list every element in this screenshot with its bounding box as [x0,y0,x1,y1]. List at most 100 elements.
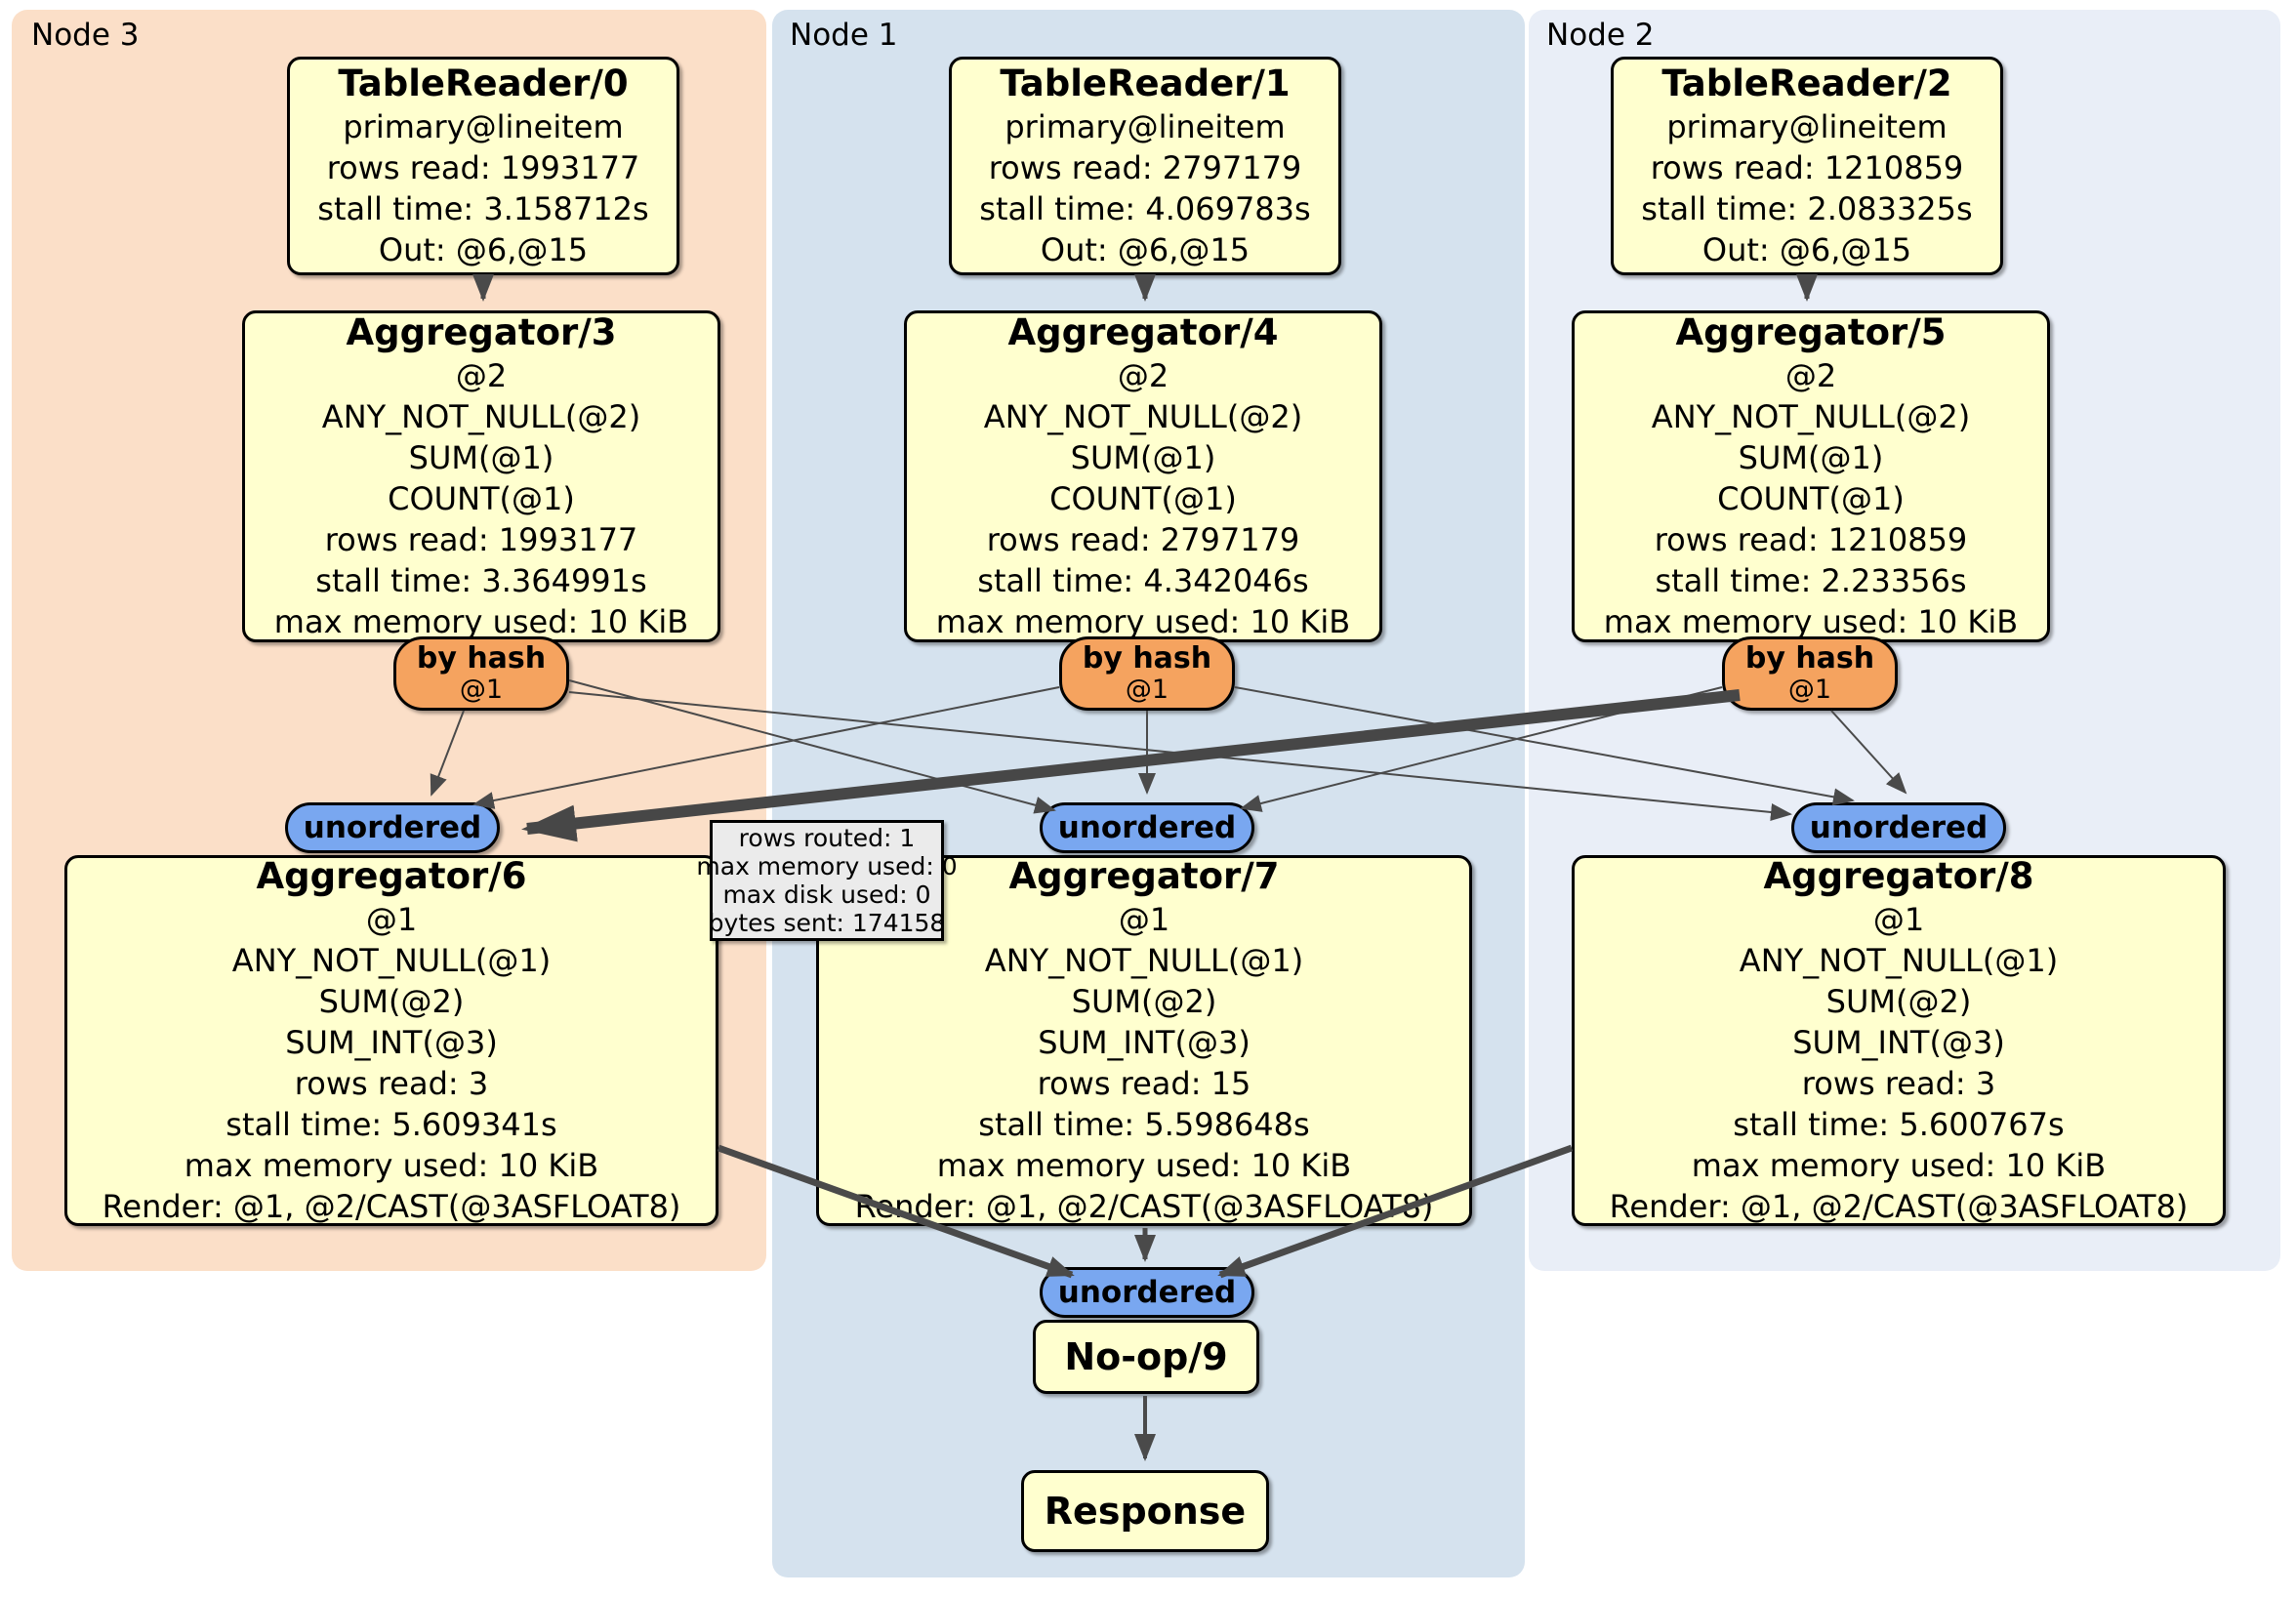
sync-label: unordered [1057,1275,1237,1310]
processor-title: Aggregator/5 [1675,311,1947,353]
detail-line: stall time: 2.083325s [1641,190,1973,227]
detail-line: SUM(@1) [1070,439,1216,476]
detail-line: SUM(@2) [318,983,465,1020]
router-by-hash-node3[interactable]: by hash @1 [393,636,569,711]
sync-unordered-node3[interactable]: unordered [285,802,500,853]
node2-label: Node 2 [1546,18,1655,53]
detail-line: COUNT(@1) [1049,480,1237,517]
detail-line: SUM(@2) [1071,983,1217,1020]
node3-label: Node 3 [31,18,140,53]
router-by-hash-node2[interactable]: by hash @1 [1722,636,1898,711]
detail-line: ANY_NOT_NULL(@2) [1651,398,1971,435]
sync-unordered-node1[interactable]: unordered [1040,802,1254,853]
detail-line: rows read: 2797179 [988,149,1302,186]
router-by-hash-node1[interactable]: by hash @1 [1059,636,1235,711]
node1-label: Node 1 [790,18,898,53]
detail-line: stall time: 5.600767s [1733,1106,2065,1143]
response-box[interactable]: Response [1021,1470,1269,1552]
detail-line: stall time: 4.342046s [977,562,1309,599]
detail-line: rows routed: 1 [738,824,916,852]
detail-line: @2 [1784,357,1837,394]
detail-line: SUM(@1) [408,439,554,476]
detail-line: rows read: 1210859 [1650,149,1964,186]
processor-details: primary@lineitem rows read: 2797179 stall … [952,106,1338,270]
detail-line: max memory used: 10 KiB [1603,603,2019,640]
processor-title: Aggregator/8 [1763,855,2034,897]
processor-title: Aggregator/3 [346,311,617,353]
detail-line: max memory used: 0 [696,852,958,880]
detail-line: stall time: 2.23356s [1655,562,1967,599]
processor-title: No-op/9 [1064,1335,1228,1378]
processor-title: Response [1044,1490,1247,1533]
detail-line: @1 [1118,901,1170,938]
router-label: by hash [1082,641,1212,676]
detail-line: rows read: 3 [294,1065,489,1102]
sync-label: unordered [303,810,482,845]
detail-line: ANY_NOT_NULL(@2) [321,398,641,435]
detail-line: COUNT(@1) [1717,480,1905,517]
detail-line: max memory used: 10 KiB [935,603,1351,640]
detail-line: @2 [1117,357,1169,394]
detail-line: ANY_NOT_NULL(@1) [984,942,1304,979]
detail-line: stall time: 5.598648s [978,1106,1310,1143]
detail-line: stall time: 3.364991s [315,562,647,599]
detail-line: rows read: 3 [1801,1065,1996,1102]
detail-line: Render: @1, @2/CAST(@3ASFLOAT8) [854,1188,1434,1225]
processor-title: TableReader/0 [338,62,629,104]
sync-unordered-final[interactable]: unordered [1040,1267,1254,1318]
sync-unordered-node2[interactable]: unordered [1791,802,2006,853]
detail-line: Render: @1, @2/CAST(@3ASFLOAT8) [1609,1188,2189,1225]
detail-line: rows read: 1993177 [324,521,638,558]
router-key: @1 [1125,675,1169,705]
processor-noop-9[interactable]: No-op/9 [1033,1320,1259,1394]
detail-line: COUNT(@1) [388,480,575,517]
processor-title: Aggregator/4 [1007,311,1279,353]
detail-line: SUM(@2) [1825,983,1972,1020]
detail-line: rows read: 2797179 [986,521,1300,558]
sync-label: unordered [1057,810,1237,845]
detail-line: SUM_INT(@3) [1038,1024,1250,1061]
detail-line: stall time: 4.069783s [979,190,1311,227]
detail-line: SUM(@1) [1738,439,1884,476]
detail-line: max memory used: 10 KiB [1691,1147,2107,1184]
processor-tablereader-2[interactable]: TableReader/2 primary@lineitem rows read:… [1611,57,2003,275]
detail-line: max memory used: 10 KiB [936,1147,1352,1184]
detail-line: primary@lineitem [1666,108,1948,145]
detail-line: Out: @6,@15 [1702,231,1912,268]
processor-title: TableReader/1 [1000,62,1291,104]
processor-title: Aggregator/6 [256,855,527,897]
router-key: @1 [459,675,504,705]
router-key: @1 [1787,675,1832,705]
detail-line: @2 [455,357,508,394]
detail-line: Out: @6,@15 [1040,231,1250,268]
detail-line: ANY_NOT_NULL(@1) [231,942,552,979]
processor-title: TableReader/2 [1661,62,1952,104]
detail-line: @1 [365,901,418,938]
detail-line: primary@lineitem [1004,108,1286,145]
detail-line: Render: @1, @2/CAST(@3ASFLOAT8) [102,1188,681,1225]
detail-line: SUM_INT(@3) [1792,1024,2005,1061]
detail-line: max memory used: 10 KiB [184,1147,599,1184]
processor-details: primary@lineitem rows read: 1210859 stall … [1614,106,2000,270]
detail-line: rows read: 1210859 [1654,521,1968,558]
detail-line: max disk used: 0 [722,880,931,909]
detail-line: bytes sent: 174158 [708,909,946,937]
sync-label: unordered [1809,810,1988,845]
processor-tablereader-1[interactable]: TableReader/1 primary@lineitem rows read:… [949,57,1341,275]
detail-line: Out: @6,@15 [378,231,589,268]
